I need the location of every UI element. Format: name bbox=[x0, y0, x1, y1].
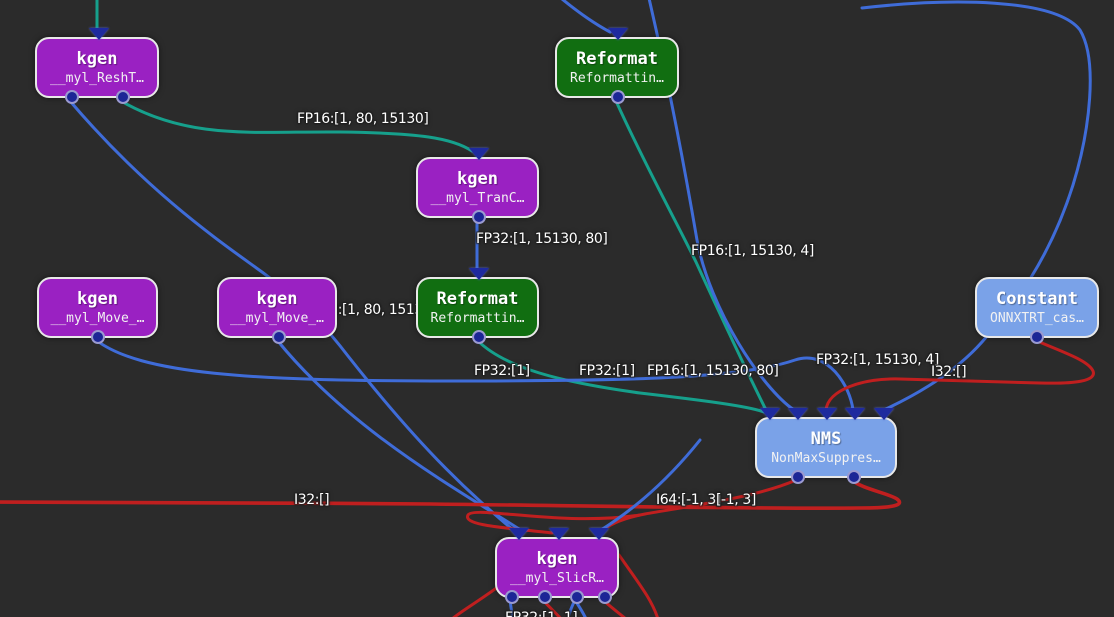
tensor-label: FP16:[1, 15130, 80] bbox=[647, 363, 779, 379]
input-port-icon bbox=[760, 408, 780, 420]
node-title: kgen bbox=[76, 48, 118, 69]
input-port-icon bbox=[469, 268, 489, 280]
output-port-icon bbox=[65, 90, 79, 104]
input-port-icon bbox=[89, 28, 109, 40]
output-port-icon bbox=[472, 210, 486, 224]
node-title: kgen bbox=[457, 168, 498, 189]
node-constant[interactable]: Constant ONNXTRT_cas… bbox=[975, 277, 1099, 344]
input-port-icon bbox=[608, 28, 628, 40]
output-port-icon bbox=[272, 330, 286, 344]
node-title: kgen bbox=[256, 288, 298, 309]
tensor-label: I64:[-1, 3] bbox=[656, 492, 721, 508]
node-nms[interactable]: NMS NonMaxSuppres… bbox=[755, 408, 897, 484]
edge bbox=[466, 510, 642, 535]
node-title: Constant bbox=[996, 288, 1078, 309]
edge bbox=[0, 478, 902, 510]
output-port-icon bbox=[847, 470, 861, 484]
node-title: NMS bbox=[810, 428, 842, 449]
node-subtitle: Reformattin… bbox=[430, 310, 525, 326]
tensor-label: I32:[] bbox=[294, 492, 330, 508]
node-subtitle: __myl_Move_… bbox=[50, 310, 145, 326]
node-subtitle: __myl_TranC… bbox=[430, 190, 525, 206]
tensor-label: FP32:[1] bbox=[579, 363, 635, 379]
node-subtitle: NonMaxSuppres… bbox=[771, 450, 881, 466]
tensor-label: FP32:[1] bbox=[474, 363, 530, 379]
input-port-icon bbox=[589, 528, 609, 540]
node-title: Reformat bbox=[436, 288, 519, 309]
input-port-icon bbox=[788, 408, 808, 420]
input-port-icon bbox=[874, 408, 894, 420]
output-port-icon bbox=[91, 330, 105, 344]
output-port-icon bbox=[1030, 330, 1044, 344]
edge bbox=[599, 438, 702, 532]
output-port-icon bbox=[791, 470, 805, 484]
output-port-icon bbox=[598, 590, 612, 604]
tensor-label: FP16:[1, 15130, 4] bbox=[691, 243, 814, 259]
edge bbox=[475, 338, 766, 414]
edge bbox=[860, 0, 1092, 412]
node-kgen-move-2[interactable]: kgen __myl_Move_… bbox=[217, 277, 337, 344]
node-subtitle: __myl_SlicR… bbox=[510, 570, 604, 586]
input-port-icon bbox=[469, 148, 489, 160]
tensor-label: FP32:[1, 15130, 4] bbox=[816, 352, 939, 368]
edge bbox=[614, 99, 768, 412]
tensor-label: FP16:[1, 80, 15130] bbox=[297, 111, 429, 127]
node-kgen-tranc[interactable]: kgen __myl_TranC… bbox=[416, 148, 539, 224]
output-port-icon bbox=[116, 90, 130, 104]
input-port-icon bbox=[509, 528, 529, 540]
tensor-label: I32:[] bbox=[931, 364, 967, 380]
output-port-icon bbox=[538, 590, 552, 604]
tensor-label: FP32:[1, 1] bbox=[505, 610, 578, 617]
node-reformat-top[interactable]: Reformat Reformattin… bbox=[555, 28, 679, 104]
input-port-icon bbox=[845, 408, 865, 420]
output-port-icon bbox=[611, 90, 625, 104]
node-title: kgen bbox=[77, 288, 118, 309]
node-subtitle: __myl_ReshT… bbox=[50, 70, 144, 86]
input-port-icon bbox=[817, 408, 837, 420]
node-subtitle: ONNXTRT_cas… bbox=[990, 310, 1084, 326]
edge bbox=[119, 99, 474, 153]
input-port-icon bbox=[549, 528, 569, 540]
node-kgen-slicr[interactable]: kgen __myl_SlicR… bbox=[495, 528, 619, 604]
tensor-label: FP32:[1, 80, 15130] bbox=[305, 302, 437, 318]
node-subtitle: Reformattin… bbox=[570, 70, 664, 86]
node-kgen-move-1[interactable]: kgen __myl_Move_… bbox=[37, 277, 158, 344]
output-port-icon bbox=[472, 330, 486, 344]
node-title: kgen bbox=[536, 548, 578, 569]
node-reformat-mid[interactable]: Reformat Reformattin… bbox=[416, 268, 539, 344]
node-kgen-resht[interactable]: kgen __myl_ReshT… bbox=[35, 28, 159, 104]
edge bbox=[824, 338, 1095, 412]
tensor-label: [-1, 3] bbox=[716, 492, 756, 508]
output-port-icon bbox=[570, 590, 584, 604]
node-title: Reformat bbox=[576, 48, 658, 69]
node-subtitle: __myl_Move_… bbox=[230, 310, 324, 326]
edge bbox=[560, 0, 612, 34]
tensor-label: FP32:[1, 15130, 80] bbox=[476, 231, 608, 247]
edge bbox=[94, 338, 855, 412]
edge bbox=[617, 553, 659, 617]
output-port-icon bbox=[505, 590, 519, 604]
